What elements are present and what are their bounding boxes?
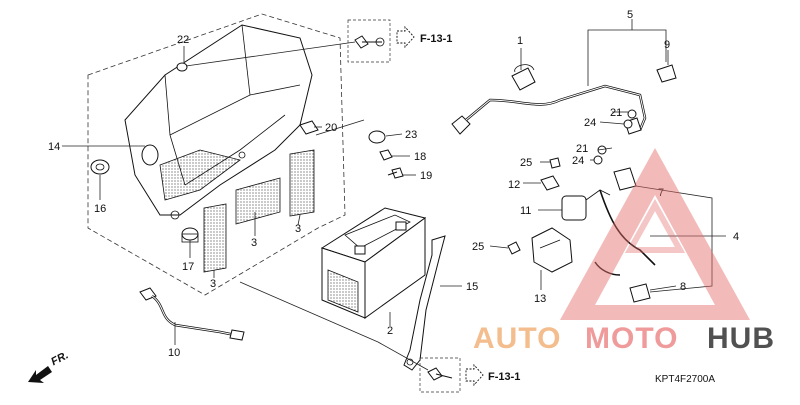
bolt-19 bbox=[387, 167, 404, 179]
assembly-outline bbox=[87, 13, 346, 296]
top-bolt-box bbox=[347, 19, 391, 63]
callout-3b: 3 bbox=[295, 223, 301, 235]
battery-box bbox=[124, 24, 313, 220]
starter-relay-11 bbox=[561, 189, 611, 221]
negative-cable-10 bbox=[139, 287, 245, 341]
watermark: AUTO MOTO HUB bbox=[473, 148, 775, 355]
watermark-triangle-icon bbox=[560, 148, 750, 320]
front-label: FR. bbox=[49, 349, 70, 368]
callout-24a: 24 bbox=[584, 117, 596, 129]
nut-21a bbox=[627, 109, 637, 119]
callout-9: 9 bbox=[664, 39, 670, 51]
callout-17: 17 bbox=[182, 261, 194, 273]
callout-21b: 21 bbox=[576, 143, 588, 155]
callout-20: 20 bbox=[325, 122, 337, 134]
watermark-part-moto: MOTO bbox=[585, 322, 678, 355]
callout-22: 22 bbox=[177, 34, 189, 46]
callout-8: 8 bbox=[680, 281, 686, 293]
watermark-part-auto: AUTO bbox=[473, 322, 561, 355]
callout-3a: 3 bbox=[251, 237, 257, 249]
fuse-12 bbox=[540, 175, 560, 191]
terminal-cover-1 bbox=[511, 67, 536, 91]
callout-25a: 25 bbox=[520, 157, 532, 169]
callout-1: 1 bbox=[517, 35, 523, 47]
ref-label-top: F-13-1 bbox=[420, 33, 452, 45]
callout-21a: 21 bbox=[610, 107, 622, 119]
rubber-pad-3b bbox=[289, 149, 315, 217]
grommet-16 bbox=[90, 159, 110, 175]
rubber-pad-3c bbox=[203, 203, 227, 273]
washer-24a bbox=[623, 119, 633, 129]
watermark-part-hub: HUB bbox=[707, 322, 775, 355]
callout-19: 19 bbox=[420, 170, 432, 182]
front-direction-arrow bbox=[28, 366, 52, 383]
ref-label-bottom: F-13-1 bbox=[488, 371, 520, 383]
callout-2: 2 bbox=[387, 325, 393, 337]
relay-cover-7 bbox=[613, 167, 637, 191]
starter-relay-13 bbox=[531, 227, 573, 273]
callout-10: 10 bbox=[168, 347, 180, 359]
callout-12: 12 bbox=[508, 179, 520, 191]
relay-wire-4 bbox=[599, 189, 656, 266]
callout-7: 7 bbox=[658, 187, 664, 199]
clip-20 bbox=[299, 120, 319, 135]
callout-3c: 3 bbox=[210, 278, 216, 290]
callout-13: 13 bbox=[534, 293, 546, 305]
callout-14: 14 bbox=[48, 141, 60, 153]
callout-5: 5 bbox=[627, 9, 633, 21]
callout-15: 15 bbox=[466, 281, 478, 293]
nut-22 bbox=[176, 62, 188, 72]
relay-cover-8 bbox=[629, 283, 651, 303]
diagram-code: KPT4F2700A bbox=[655, 374, 715, 385]
callout-18: 18 bbox=[414, 151, 426, 163]
bolt-top bbox=[354, 35, 382, 49]
bottom-bolt-box bbox=[419, 357, 461, 393]
callout-23: 23 bbox=[405, 129, 417, 141]
callout-11: 11 bbox=[520, 205, 531, 217]
battery-band-15 bbox=[403, 235, 446, 371]
battery bbox=[320, 207, 427, 319]
washer-24b bbox=[593, 155, 603, 165]
ref-arrow-bottom bbox=[465, 363, 484, 387]
terminal-cover-9 bbox=[656, 64, 677, 83]
rubber-pad-3a bbox=[235, 177, 281, 225]
bolt-25b bbox=[507, 241, 521, 255]
bolt-25a bbox=[549, 157, 561, 169]
bolt-bottom bbox=[427, 367, 453, 381]
positive-cable-5 bbox=[451, 84, 647, 135]
callout-16: 16 bbox=[94, 203, 106, 215]
callout-24b: 24 bbox=[572, 155, 584, 167]
ref-arrow-top bbox=[396, 25, 415, 49]
collar-23 bbox=[368, 130, 386, 144]
nut-18 bbox=[379, 149, 393, 161]
callout-25b: 25 bbox=[472, 241, 484, 253]
callout-4: 4 bbox=[733, 231, 739, 243]
